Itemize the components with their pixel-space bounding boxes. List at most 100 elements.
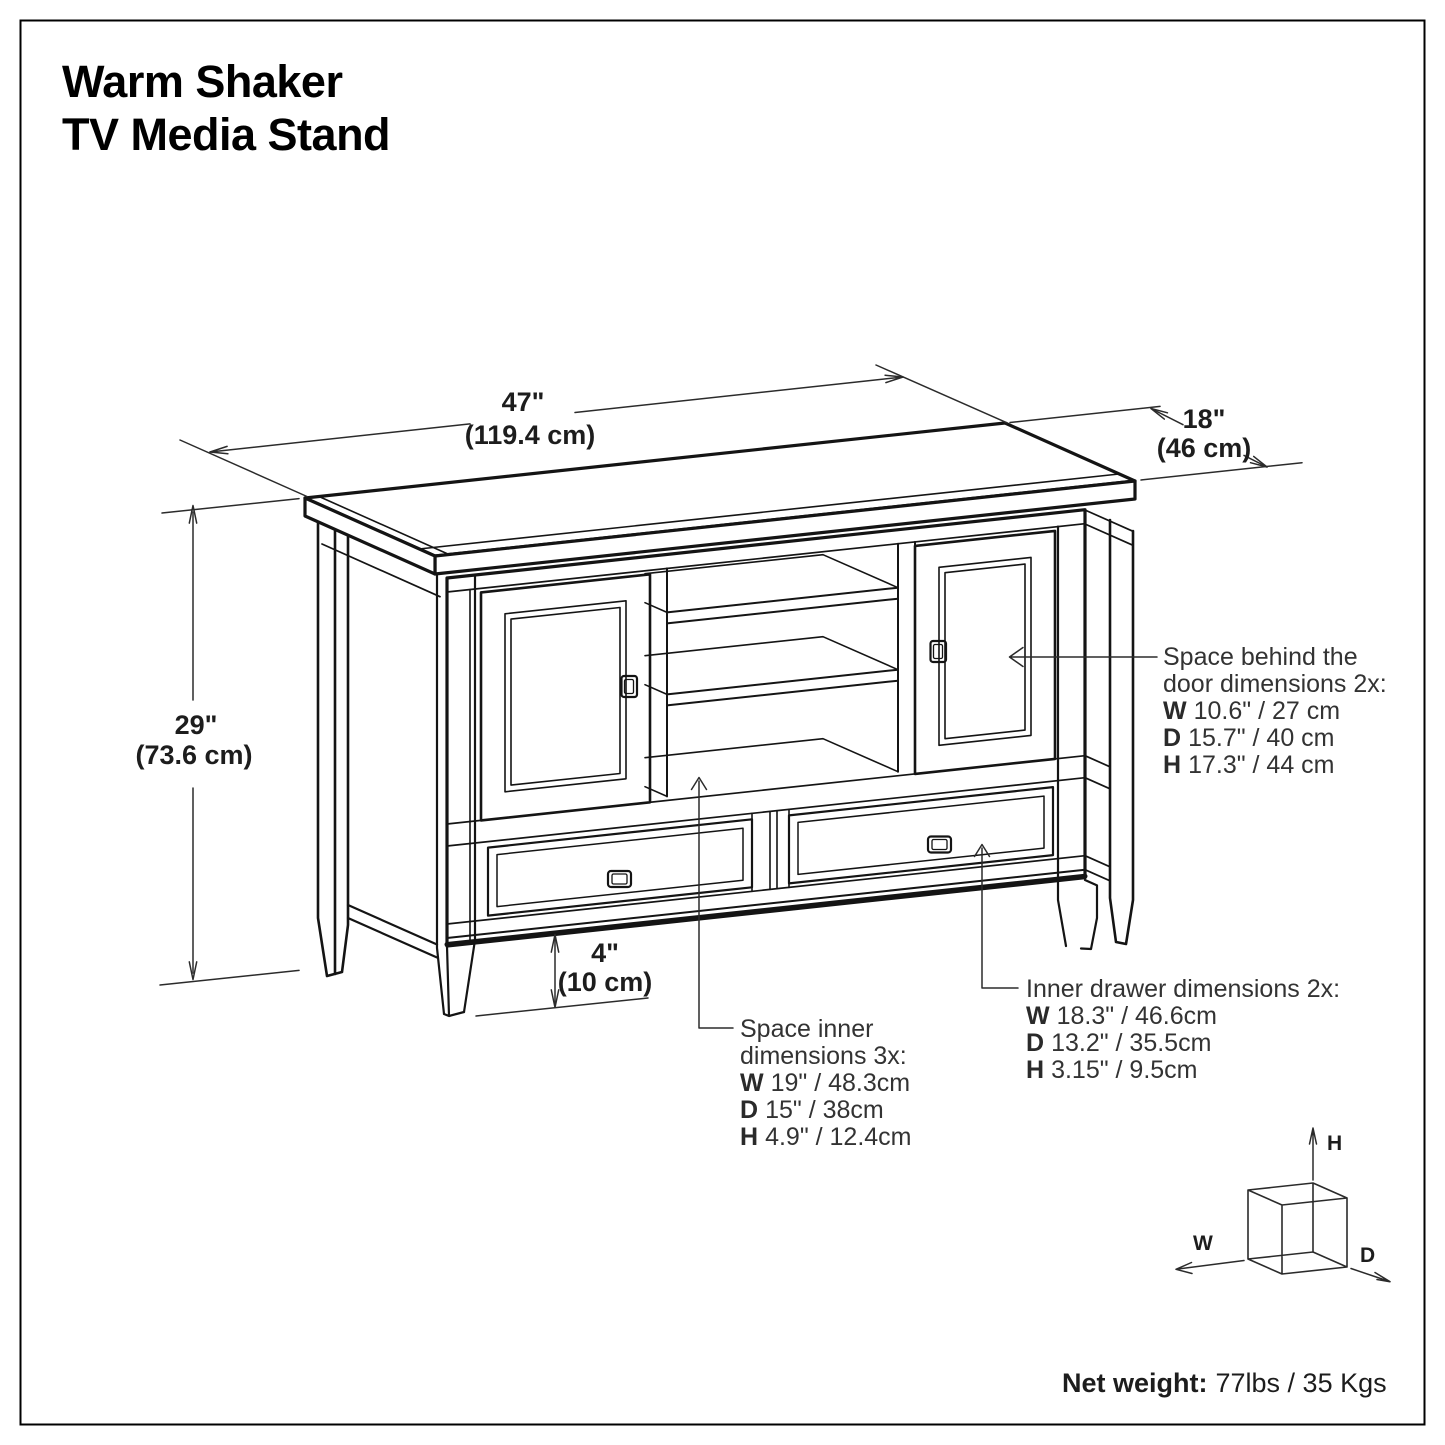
door-space-w-key: W xyxy=(1163,697,1187,725)
mid-rail-bottom-line xyxy=(446,776,1086,847)
cube-w-label: W xyxy=(1193,1232,1213,1255)
height-dimension xyxy=(159,497,300,986)
cube-wireframe xyxy=(1247,1182,1348,1275)
shelf-2-front-edge xyxy=(666,668,899,707)
clearance-metric-label: (10 cm) xyxy=(558,967,653,997)
top-panel-left-edge xyxy=(303,496,437,576)
drawer-section xyxy=(486,786,1055,917)
right-door-panel-inner xyxy=(944,563,1026,740)
page-title-line2: TV Media Stand xyxy=(62,109,390,160)
clearance-arrow-top xyxy=(550,933,560,953)
door-space-leader xyxy=(1008,646,1158,668)
cube-w-axis-arrow xyxy=(1175,1259,1245,1275)
depth-arrow-bottom xyxy=(1249,455,1268,468)
left-side-stretcher xyxy=(346,903,439,959)
inner-space-h-value: 4.9" / 12.4cm xyxy=(765,1123,911,1151)
leader-lines xyxy=(690,646,1158,1029)
dimension-lines xyxy=(159,364,1303,1017)
left-door-handle-detail xyxy=(623,678,635,695)
width-dimension-line xyxy=(209,376,904,453)
right-drawer-bevel xyxy=(797,795,1045,876)
clearance-inches-label: 4" xyxy=(591,938,619,968)
width-inches-label: 47" xyxy=(502,387,545,417)
right-end-frame xyxy=(1079,509,1135,951)
door-space-h-value: 17.3" / 44 cm xyxy=(1188,751,1334,779)
width-arrow-right xyxy=(884,374,904,384)
height-extension-lines xyxy=(159,497,300,986)
inner-space-w-key: W xyxy=(740,1069,764,1097)
width-extension-lines xyxy=(179,364,1008,498)
right-door xyxy=(913,529,1057,776)
depth-dimension-line xyxy=(1150,407,1268,468)
depth-dimension xyxy=(1009,405,1303,481)
left-door xyxy=(479,573,652,822)
door-space-line2: door dimensions 2x: xyxy=(1163,670,1387,698)
page-title-line1: Warm Shaker xyxy=(62,56,342,107)
left-drawer-bevel xyxy=(496,827,744,908)
door-space-h-key: H xyxy=(1163,751,1181,779)
height-inches-label: 29" xyxy=(175,710,218,740)
right-side-mid-rail xyxy=(1084,754,1111,790)
left-stile xyxy=(462,574,477,1014)
clearance-dimension xyxy=(475,933,649,1017)
right-door-panel-outer xyxy=(938,556,1032,747)
back-left-leg xyxy=(316,520,350,978)
door-space-line1: Space behind the xyxy=(1163,643,1358,671)
back-right-leg xyxy=(1108,518,1135,946)
height-arrow-bottom xyxy=(188,961,198,981)
right-drawer-handle-detail xyxy=(931,838,948,851)
net-weight-label: Net weight: xyxy=(1062,1368,1208,1398)
door-space-d-key: D xyxy=(1163,724,1181,752)
depth-arrow-top xyxy=(1150,407,1169,420)
axis-cube-icon: H W D xyxy=(1175,1127,1391,1283)
door-space-w-value: 10.6" / 27 cm xyxy=(1194,697,1340,725)
width-dimension xyxy=(179,364,1008,498)
right-door-frame xyxy=(913,529,1057,776)
bottom-rail-thick-edge xyxy=(444,873,1088,947)
top-rail-line xyxy=(446,522,1086,593)
height-arrow-top xyxy=(188,504,198,524)
cube-h-axis-arrow xyxy=(1308,1127,1318,1181)
inner-space-w-value: 19" / 48.3cm xyxy=(771,1069,911,1097)
depth-inches-label: 18" xyxy=(1183,404,1226,434)
front-left-leg xyxy=(435,571,466,1018)
height-metric-label: (73.6 cm) xyxy=(135,740,252,770)
inner-space-leader xyxy=(690,776,734,1029)
front-right-leg-side xyxy=(1079,878,1099,951)
right-door-handle xyxy=(929,639,948,664)
left-door-panel-inner xyxy=(510,606,621,786)
left-drawer-handle xyxy=(606,869,633,889)
inner-drawer-leader xyxy=(973,843,1019,989)
depth-metric-label: (46 cm) xyxy=(1157,433,1252,463)
depth-extension-lines xyxy=(1009,405,1303,481)
inner-space-h-key: H xyxy=(740,1123,758,1151)
bottom-rail-top-line xyxy=(446,854,1086,925)
right-stile xyxy=(1056,525,1068,948)
section-floor-lines xyxy=(644,737,899,798)
shelf-1-front-edge xyxy=(666,586,899,625)
net-weight-value: 77lbs / 35 Kgs xyxy=(1216,1368,1387,1398)
page-border xyxy=(19,19,1426,1426)
right-drawer-handle xyxy=(926,835,953,854)
inner-drawer-line1: Inner drawer dimensions 2x: xyxy=(1026,975,1340,1003)
door-space-d-value: 15.7" / 40 cm xyxy=(1188,724,1334,752)
inner-space-d-value: 15" / 38cm xyxy=(765,1096,884,1124)
shelf-1-top-face-lines xyxy=(644,553,899,614)
inner-space-line1: Space inner xyxy=(740,1015,873,1043)
left-end-frame xyxy=(316,520,441,978)
clearance-arrow-bottom xyxy=(550,989,560,1009)
inner-drawer-h-key: H xyxy=(1026,1056,1044,1084)
right-door-handle-detail xyxy=(932,643,944,660)
inner-drawer-w-value: 18.3" / 46.6cm xyxy=(1057,1002,1217,1030)
